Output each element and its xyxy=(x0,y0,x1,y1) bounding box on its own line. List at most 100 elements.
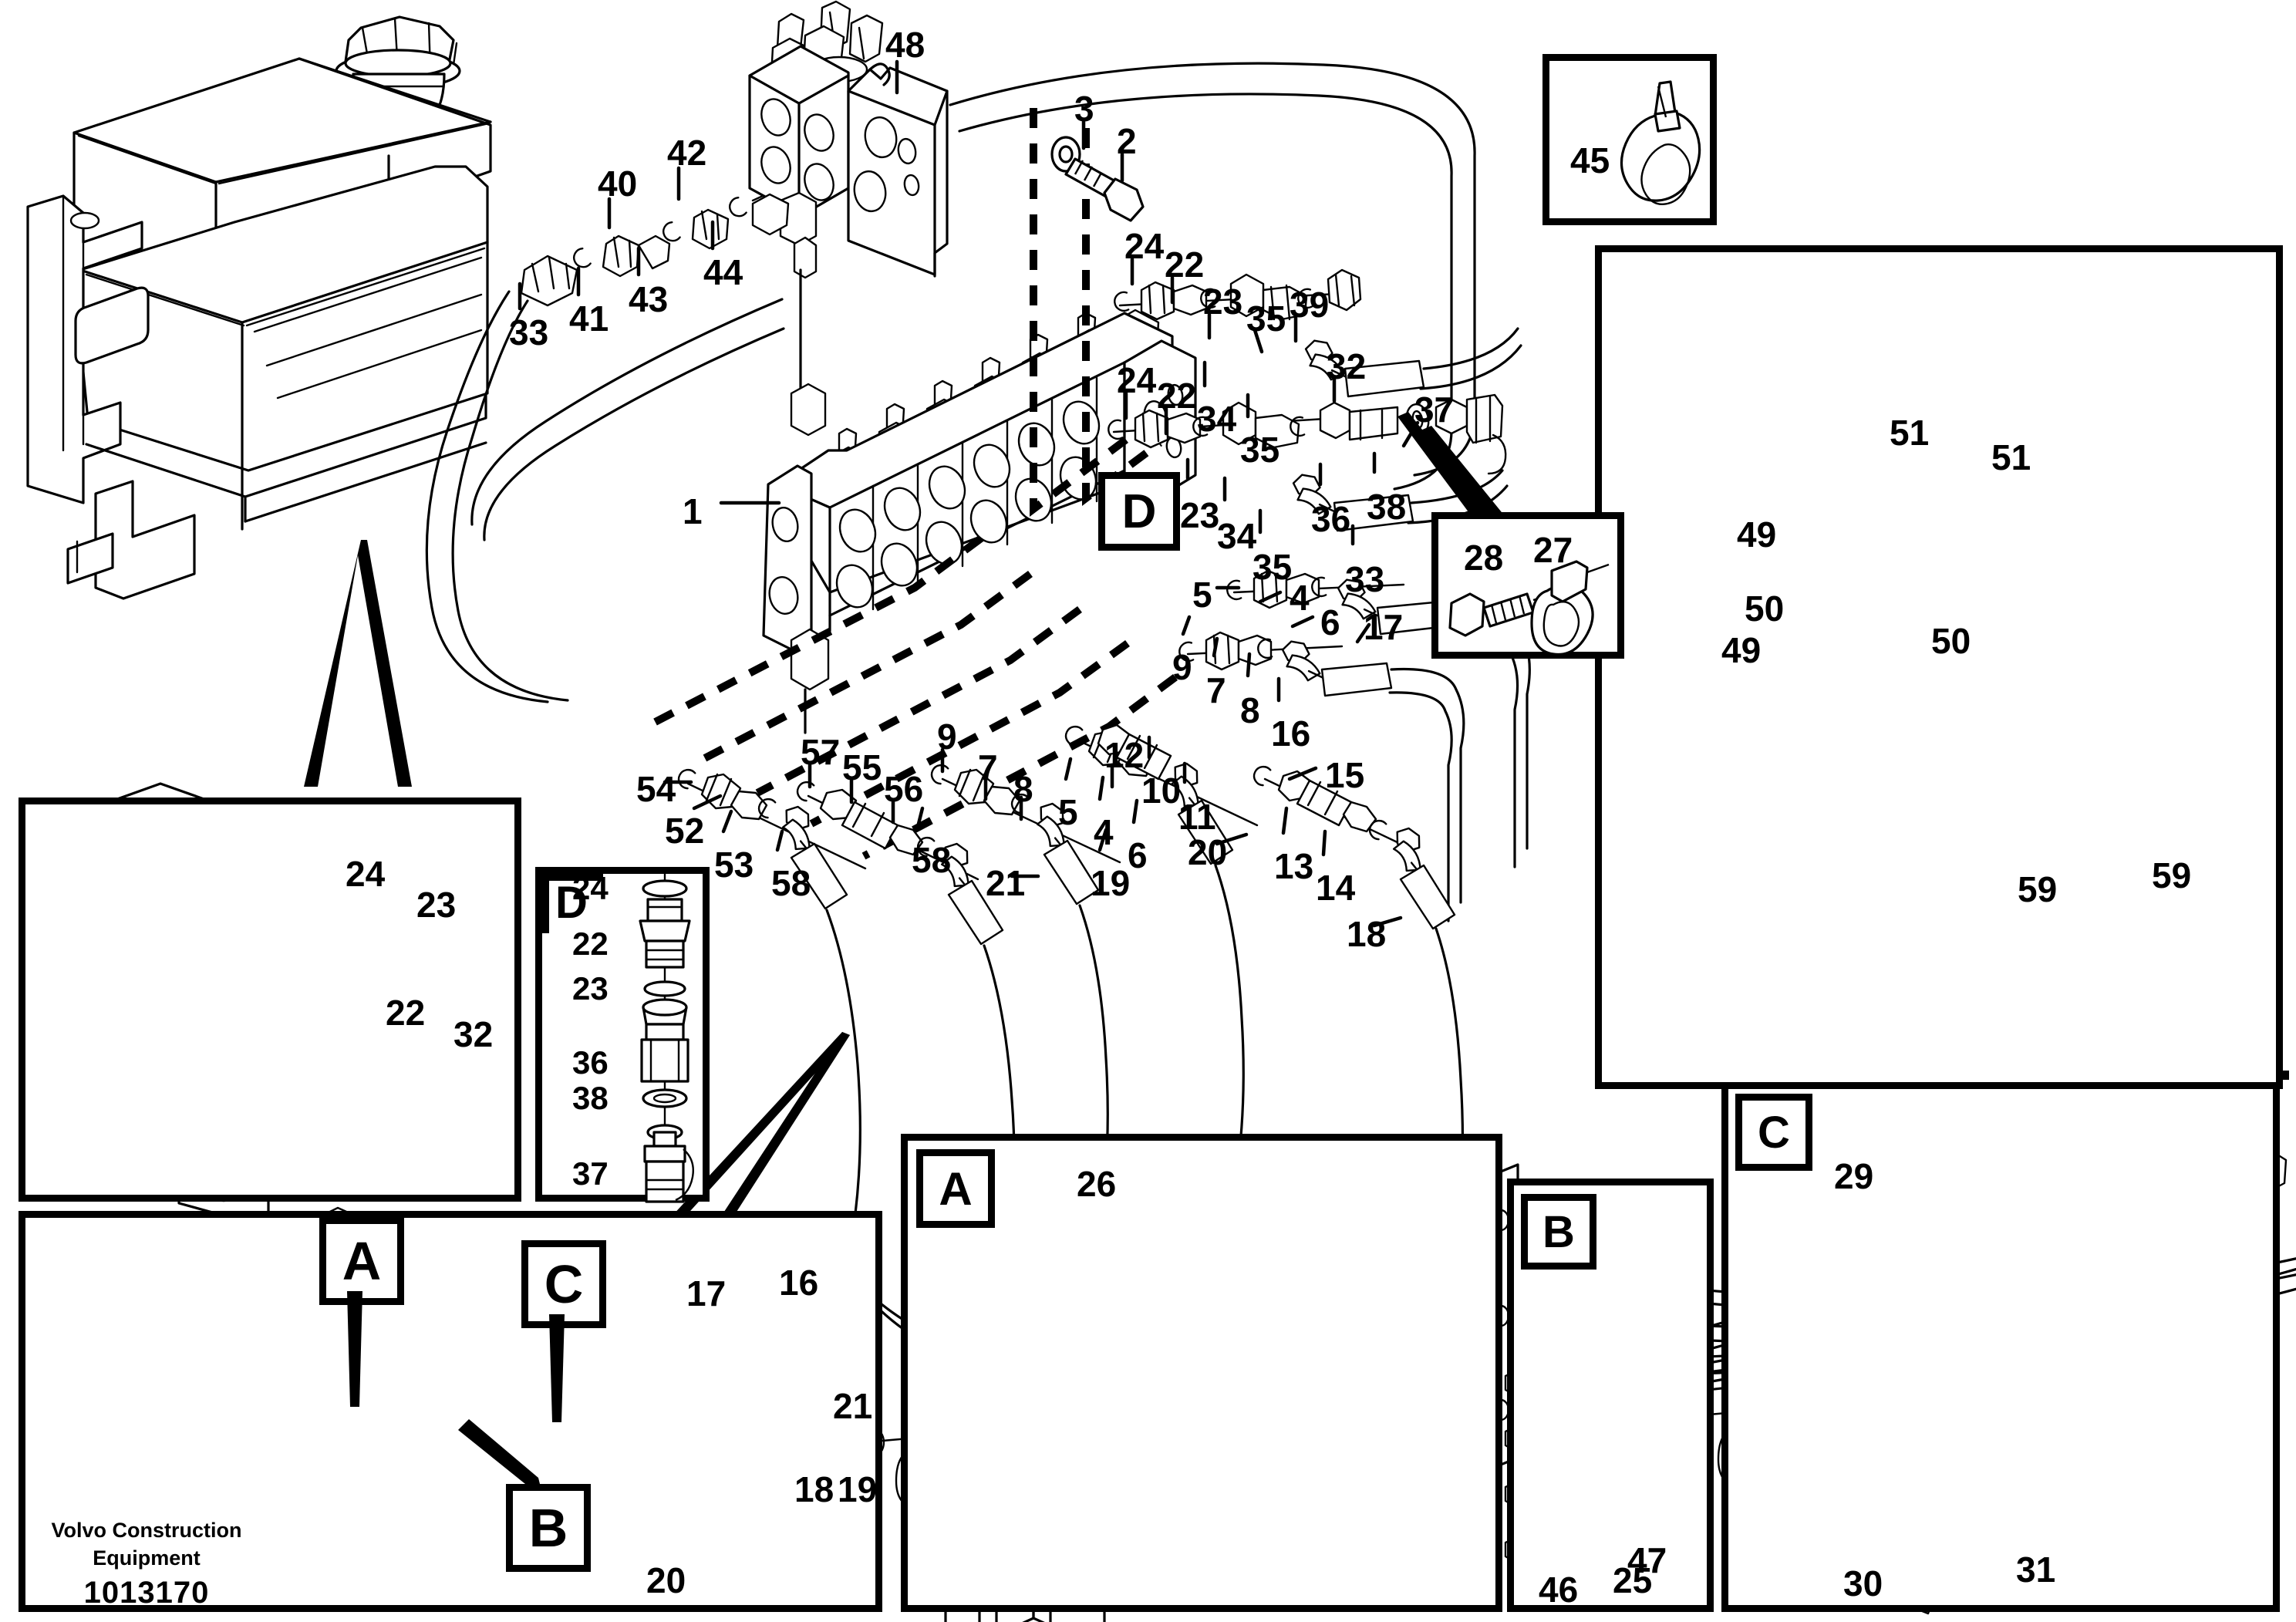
drawing-number: 1013170 xyxy=(83,1575,210,1610)
callout-main_view-55: 55 xyxy=(842,747,882,787)
leader-main_view-7 xyxy=(1212,636,1219,658)
callout-main_view-7: 7 xyxy=(1206,670,1226,710)
fitting-stack-row-57 xyxy=(793,777,1016,1285)
callout-inset_tank_detail-22: 22 xyxy=(386,993,426,1033)
leader-main_view-9 xyxy=(1181,615,1192,636)
leader-main_view-52 xyxy=(692,794,723,811)
callout-main_view-39: 39 xyxy=(1290,285,1330,325)
hydraulic-oil-tank xyxy=(26,15,492,600)
callout-main_view-17: 17 xyxy=(1364,607,1404,647)
callout-panel_right-59b: 59 xyxy=(2152,855,2192,895)
overview-marker-B: B xyxy=(506,1484,591,1572)
callout-inset_tank_detail-32: 32 xyxy=(453,1014,494,1054)
valve-block-48 xyxy=(748,0,949,437)
panel-right-boom-hoses xyxy=(1595,245,2283,1089)
panel-A-letter-text: A xyxy=(939,1162,973,1215)
callout-main_view-14: 14 xyxy=(1316,868,1356,908)
panel-A xyxy=(901,1134,1502,1612)
callout-main_view-35c: 35 xyxy=(1253,547,1293,587)
callout-panel-D-38: 38 xyxy=(572,1080,609,1116)
callout-main_view-9b: 9 xyxy=(937,717,957,757)
brand-block: Volvo Construction Equipment 1013170 xyxy=(46,1516,247,1610)
callout-main_view-5: 5 xyxy=(1192,575,1212,615)
callout-main_view-52: 52 xyxy=(665,811,705,851)
callout-bottom_left_panel-19: 19 xyxy=(838,1469,878,1509)
callout-main_view-36: 36 xyxy=(1311,499,1351,539)
callout-main_view-45: 45 xyxy=(1570,140,1610,180)
callout-main_view-4: 4 xyxy=(1290,578,1310,618)
callout-panel_A-26: 26 xyxy=(1077,1164,1117,1204)
callout-main_view-4b: 4 xyxy=(1094,812,1114,852)
leader-main_view-53 xyxy=(721,809,733,834)
callout-main_view-1: 1 xyxy=(683,491,703,531)
callout-main_view-48: 48 xyxy=(885,25,925,65)
panel-B-letter: B xyxy=(1521,1194,1596,1270)
callout-inset_tank_detail-23: 23 xyxy=(416,885,457,925)
detail-callout-D-main: D xyxy=(1098,472,1180,551)
overview-marker-B-text: B xyxy=(528,1498,568,1558)
callout-panel_right-51b: 51 xyxy=(1991,437,2031,477)
fitting-stack-row-9 xyxy=(1177,631,1465,922)
panel-tank-inset xyxy=(19,798,521,1202)
callout-main_view-37: 37 xyxy=(1414,389,1455,430)
clip-27-28-art xyxy=(1448,560,1610,656)
callout-bottom_left_panel-16: 16 xyxy=(779,1263,819,1303)
callout-panel_right-50: 50 xyxy=(1745,588,1785,629)
callout-panel_B-46: 46 xyxy=(1539,1570,1579,1610)
callout-panel_C-29: 29 xyxy=(1834,1156,1874,1196)
callout-main_view-9: 9 xyxy=(1172,647,1192,687)
callout-main_view-24: 24 xyxy=(1124,226,1165,266)
panel-C xyxy=(1721,1080,2280,1612)
leader-main_view-19 xyxy=(1097,828,1108,852)
callout-main_view-43: 43 xyxy=(629,279,669,319)
fitting-stack-upper-2 xyxy=(1106,393,1509,532)
callout-main_view-22b: 22 xyxy=(1157,376,1197,416)
callout-main_view-35b: 35 xyxy=(1240,430,1280,470)
callout-panel_right-50b: 50 xyxy=(1931,621,1971,661)
bolt-2-washer-3-art xyxy=(1050,136,1145,222)
fitting-stack-upper-1 xyxy=(1112,268,1522,398)
callout-panel-D-36: 36 xyxy=(572,1044,609,1081)
leader-main_view-6 xyxy=(1290,615,1315,629)
callout-main_view-38: 38 xyxy=(1367,487,1407,527)
leader-main_view-58b xyxy=(915,806,925,829)
callout-main_view-58: 58 xyxy=(771,863,811,903)
panel-C-letter: C xyxy=(1735,1094,1812,1171)
callout-main_view-58b: 58 xyxy=(912,840,952,880)
callout-main_view-32: 32 xyxy=(1327,346,1367,386)
callout-main_view-8b: 8 xyxy=(1013,769,1033,809)
callout-main_view-6: 6 xyxy=(1320,602,1340,642)
callout-panel-D-22: 22 xyxy=(572,926,609,962)
callout-main_view-56: 56 xyxy=(884,769,924,809)
pointer-to-27-28 xyxy=(1397,412,1496,531)
callout-panel_C-31: 31 xyxy=(2016,1549,2056,1590)
callout-inset_tank_detail-24: 24 xyxy=(346,854,386,894)
callout-bottom_left_panel-20: 20 xyxy=(646,1560,686,1600)
callout-main_view-28: 28 xyxy=(1464,538,1504,578)
callout-main_view-24b: 24 xyxy=(1117,360,1157,400)
callout-main_view-42: 42 xyxy=(667,133,707,173)
leader-main_view-20 xyxy=(1215,832,1249,846)
callout-bottom_left_panel-17: 17 xyxy=(686,1273,727,1313)
callout-main_view-54: 54 xyxy=(636,769,676,809)
leader-main_view-6b xyxy=(1131,798,1139,824)
overview-marker-A-text: A xyxy=(342,1231,382,1291)
panel-C-letter-text: C xyxy=(1758,1107,1790,1158)
callout-main_view-8: 8 xyxy=(1240,690,1260,730)
callout-panel_right-49b: 49 xyxy=(1721,630,1762,670)
panel-B-letter-text: B xyxy=(1542,1206,1575,1257)
callout-bottom_left_panel-21: 21 xyxy=(833,1386,873,1426)
callout-panel-D-23: 23 xyxy=(572,970,609,1007)
callout-panel_A-25: 25 xyxy=(1613,1560,1653,1600)
brand-line-2: Equipment xyxy=(93,1546,201,1570)
callout-main_view-33b: 33 xyxy=(1345,559,1385,599)
callout-main_view-3: 3 xyxy=(1074,89,1094,129)
leader-main_view-4b xyxy=(1097,775,1105,801)
panel-D-parts-art xyxy=(639,873,694,1203)
callout-main_view-34b: 34 xyxy=(1217,516,1257,556)
callout-main_view-40: 40 xyxy=(598,164,638,204)
